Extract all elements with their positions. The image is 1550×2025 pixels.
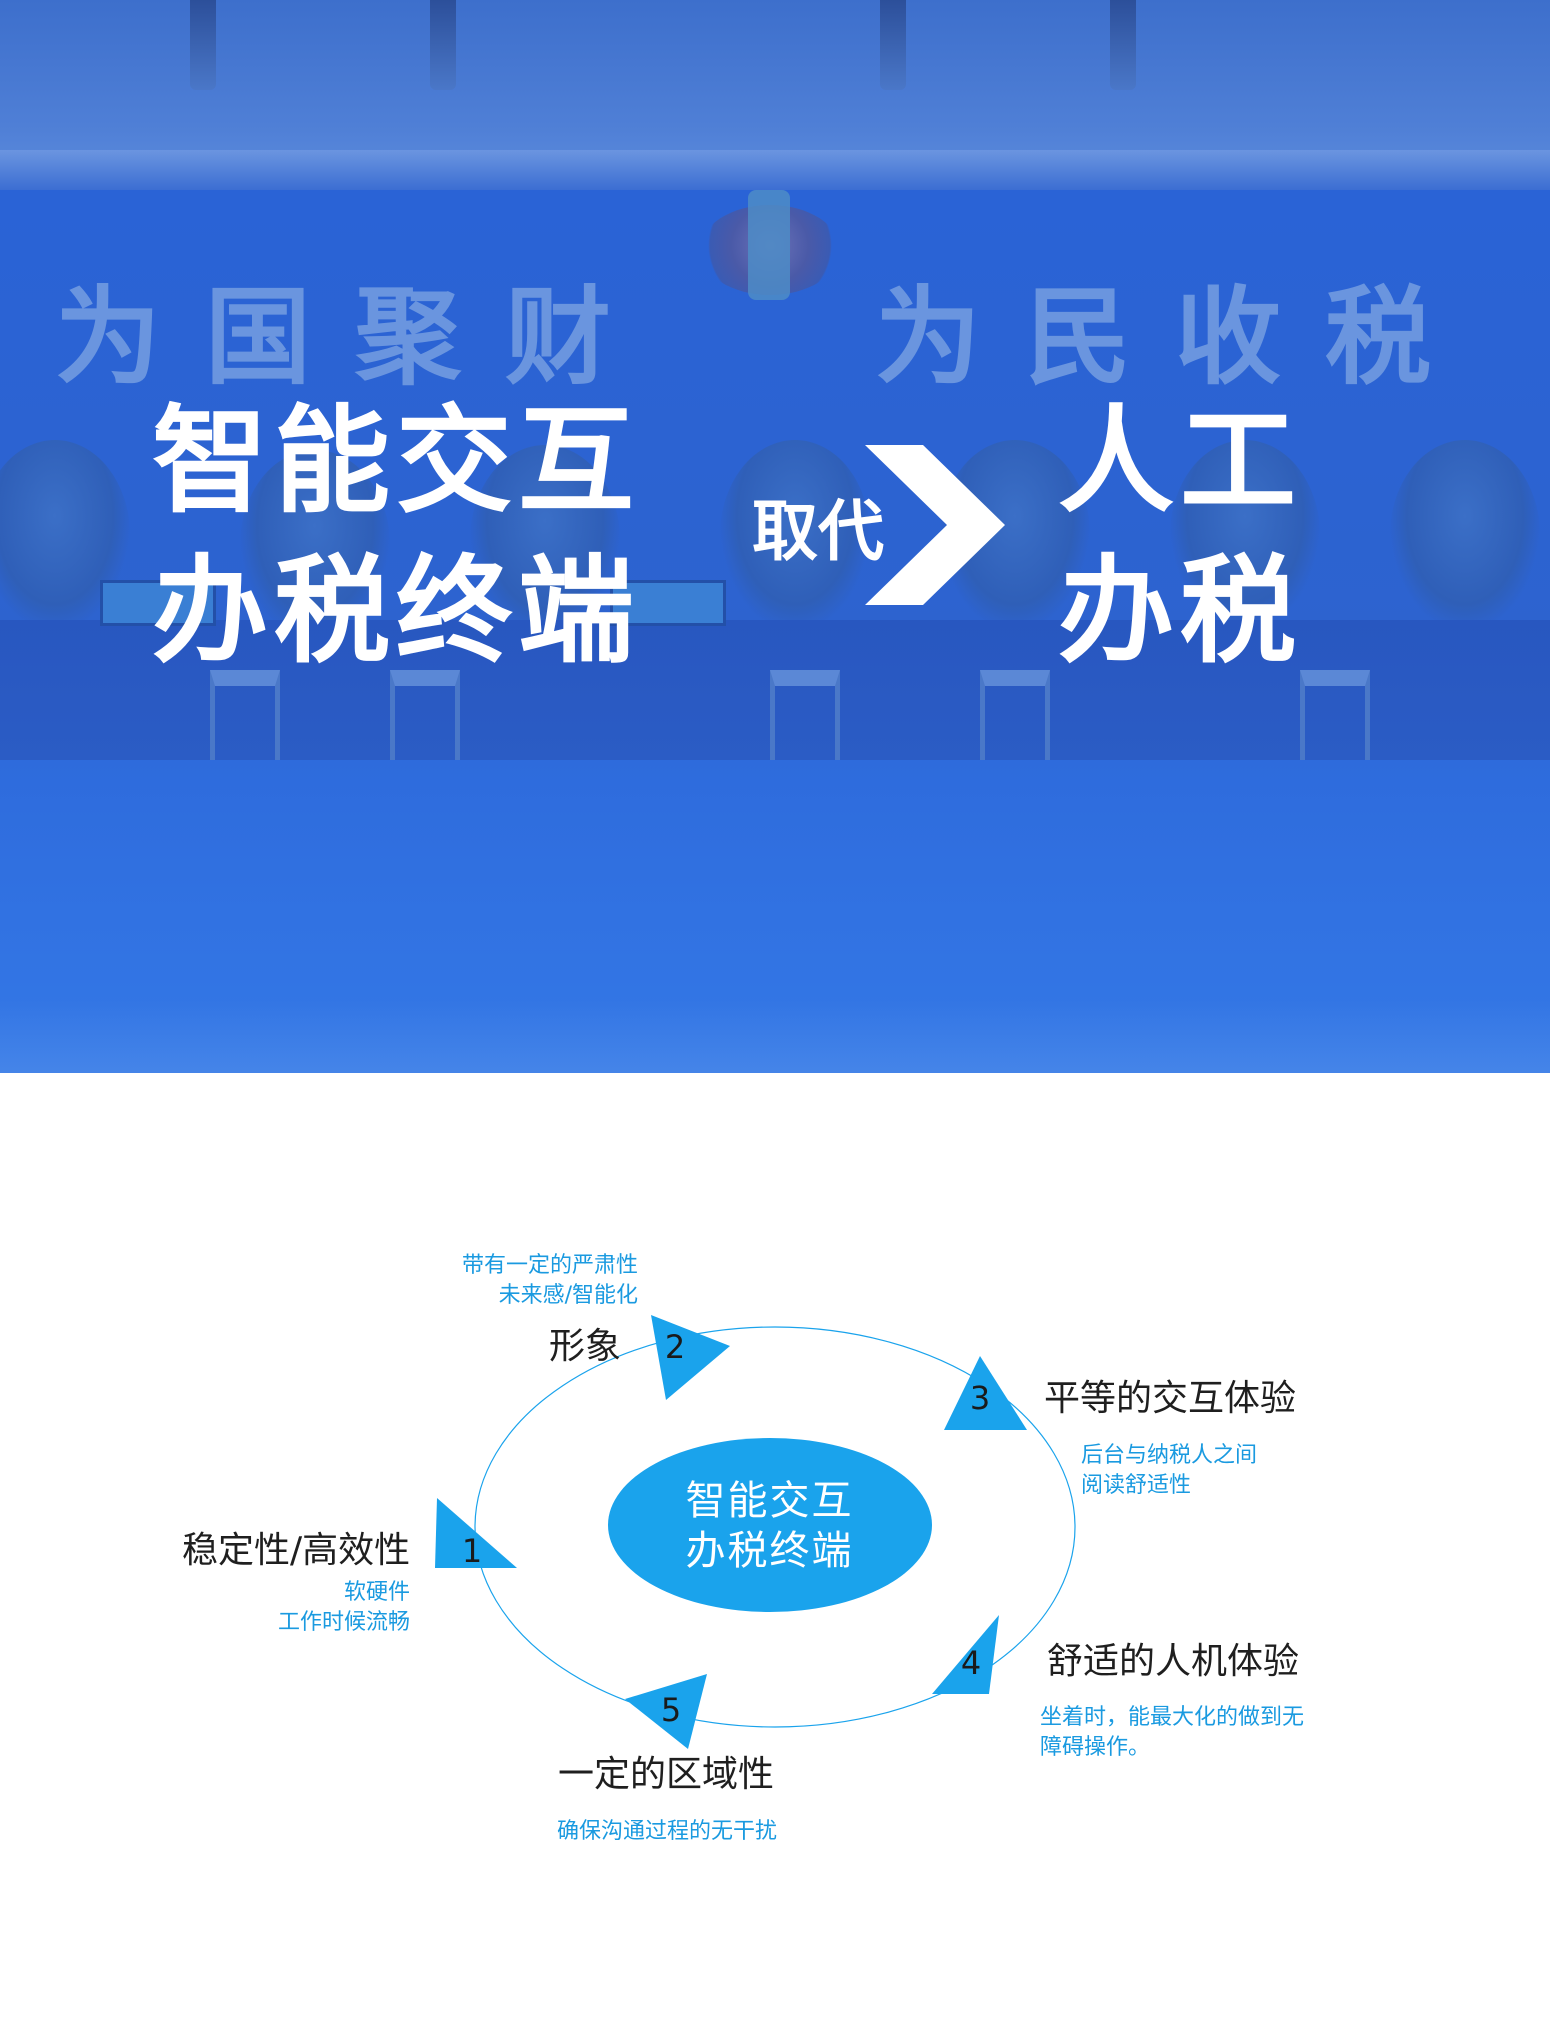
cycle-graphic [435,1315,1076,1749]
step-2-triangle [651,1315,730,1400]
monitor [610,580,726,626]
step-1-number: 1 [461,1532,483,1570]
chevron-right-icon [865,445,1005,605]
hero-banner: 为国聚财 为民收税 智能交互 办税终端 取代 人工 办税 [0,0,1550,1073]
step-4-note-line2: 障碍操作。 [1040,1735,1151,1760]
chair [770,670,840,760]
step-3-note-line2: 阅读舒适性 [1081,1473,1192,1498]
step-5-number: 5 [660,1691,682,1729]
step-4-number: 4 [960,1644,982,1682]
chair [1300,670,1370,760]
step-1-note-line2: 工作时候流畅 [277,1610,410,1635]
step-5-triangle [625,1674,707,1749]
feature-cycle-diagram: 智能交互 办税终端 1 稳定性/高效性 软硬件 工作时候流畅 2 形象 带有一定… [0,1073,1550,2025]
ceiling-lamp [880,0,906,90]
step-1-note-line1: 软硬件 [343,1580,410,1605]
plant [1390,440,1540,630]
plant [1170,440,1320,630]
left-title-line2: 办税终端 [152,544,640,679]
step-5-title: 一定的区域性 [558,1754,775,1795]
right-title-line2: 办税 [1058,544,1302,679]
wall-slogan-right: 为民收税 [875,276,1475,399]
step-3-number: 3 [969,1379,991,1417]
center-label-line1: 智能交互 [685,1478,854,1524]
step-4-note-line1: 坐着时，能最大化的做到无 [1040,1705,1305,1730]
right-title-line1: 人工 [1058,394,1302,529]
floor-reflection [0,1000,1550,1073]
cycle-ring [474,1326,1076,1728]
step-2-note-line1: 带有一定的严肃性 [461,1253,638,1278]
step-1-triangle [435,1498,517,1568]
step-3-triangle [944,1356,1027,1430]
ceiling-lamp [1110,0,1136,90]
ceiling-lamp [190,0,216,90]
step-4-title: 舒适的人机体验 [1047,1641,1300,1682]
center-label-line2: 办税终端 [685,1528,854,1574]
wall-slogan-left: 为国聚财 [55,276,655,399]
step-4-triangle [932,1615,999,1694]
step-2-number: 2 [664,1328,686,1366]
plant [470,445,620,635]
step-5-note-line1: 确保沟通过程的无干扰 [557,1819,778,1844]
service-counter [0,620,1550,760]
center-label: 智能交互 办税终端 [607,1461,932,1591]
step-3-title: 平等的交互体验 [1044,1378,1297,1419]
plant [240,450,390,640]
chair [390,670,460,760]
ceiling-band [0,150,1550,190]
monitor [100,580,216,626]
step-1-title: 稳定性/高效性 [182,1530,411,1571]
center-ellipse [608,1438,932,1612]
ceiling-lamp [430,0,456,90]
chair [210,670,280,760]
step-2-note-line2: 未来感/智能化 [498,1283,638,1308]
step-2-title: 形象 [549,1326,622,1367]
chair [980,670,1050,760]
step-3-note-line1: 后台与纳税人之间 [1081,1443,1258,1468]
left-title-line1: 智能交互 [152,394,640,529]
plant [720,440,870,630]
tax-emblem-core [748,190,790,300]
replace-label: 取代 [752,493,884,570]
hall-floor [0,760,1550,1073]
